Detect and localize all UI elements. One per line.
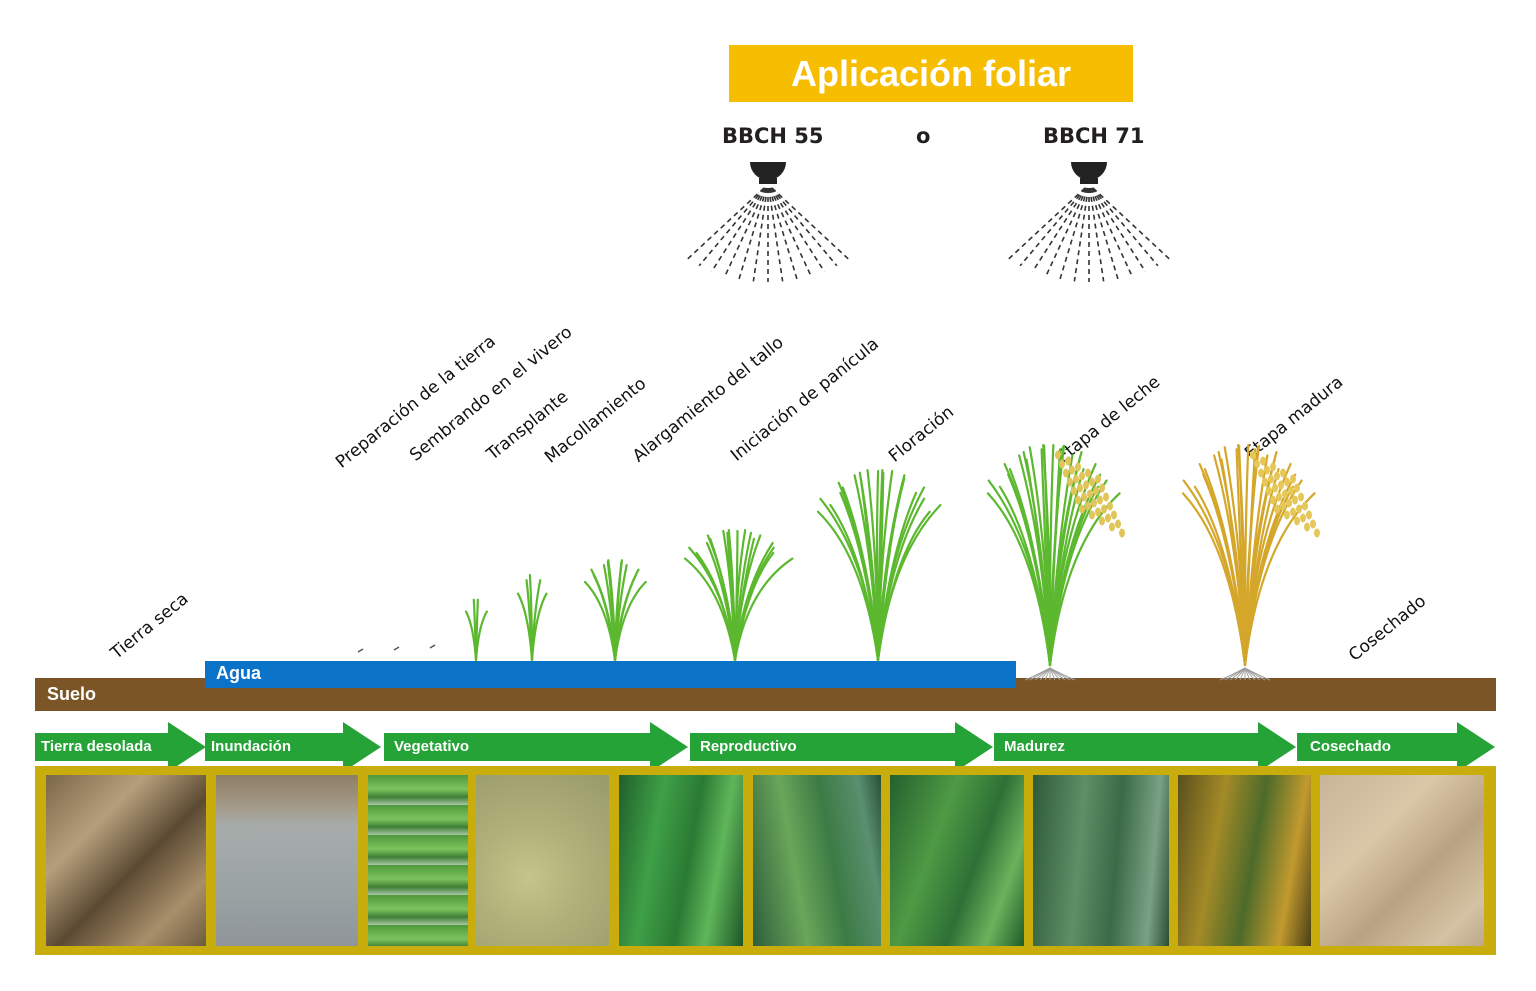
connector-label: o [916, 124, 931, 148]
photo-mature [1178, 775, 1311, 946]
soil-label: Suelo [47, 684, 97, 704]
phase-arrow-reproductivo: Reproductivo [690, 733, 958, 761]
phase-arrowhead [1457, 722, 1495, 772]
bbch-71-label: BBCH 71 [1043, 124, 1145, 148]
water-label: Agua [216, 663, 261, 683]
phase-arrowhead [650, 722, 688, 772]
phase-arrowhead [343, 722, 381, 772]
phase-arrowhead [1258, 722, 1296, 772]
phase-arrow-madurez: Madurez [994, 733, 1262, 761]
photo-panicle-initiation [890, 775, 1024, 946]
phase-arrowhead [955, 722, 993, 772]
photo-stem-elongation [753, 775, 881, 946]
photo-harvested [1320, 775, 1484, 946]
photo-transplant [476, 775, 609, 946]
phase-arrow-vegetativo: Vegetativo [384, 733, 652, 761]
sprayer-icon [1008, 162, 1170, 282]
photo-flooding [216, 775, 358, 946]
bbch-55-label: BBCH 55 [722, 124, 824, 148]
phase-arrow-cosechado: Cosechado [1297, 733, 1459, 761]
phase-arrow-inundacion: Inundación [205, 733, 345, 761]
phase-arrow-tierra-desolada: Tierra desolada [35, 733, 172, 761]
photo-tillering [619, 775, 743, 946]
photo-dry-land [46, 775, 206, 946]
sprayer-icon [687, 162, 849, 282]
title-banner: Aplicación foliar [729, 45, 1133, 102]
photo-nursery [368, 775, 468, 946]
water-layer [205, 661, 1016, 688]
photo-flowering [1033, 775, 1169, 946]
phase-arrowhead [168, 722, 206, 772]
